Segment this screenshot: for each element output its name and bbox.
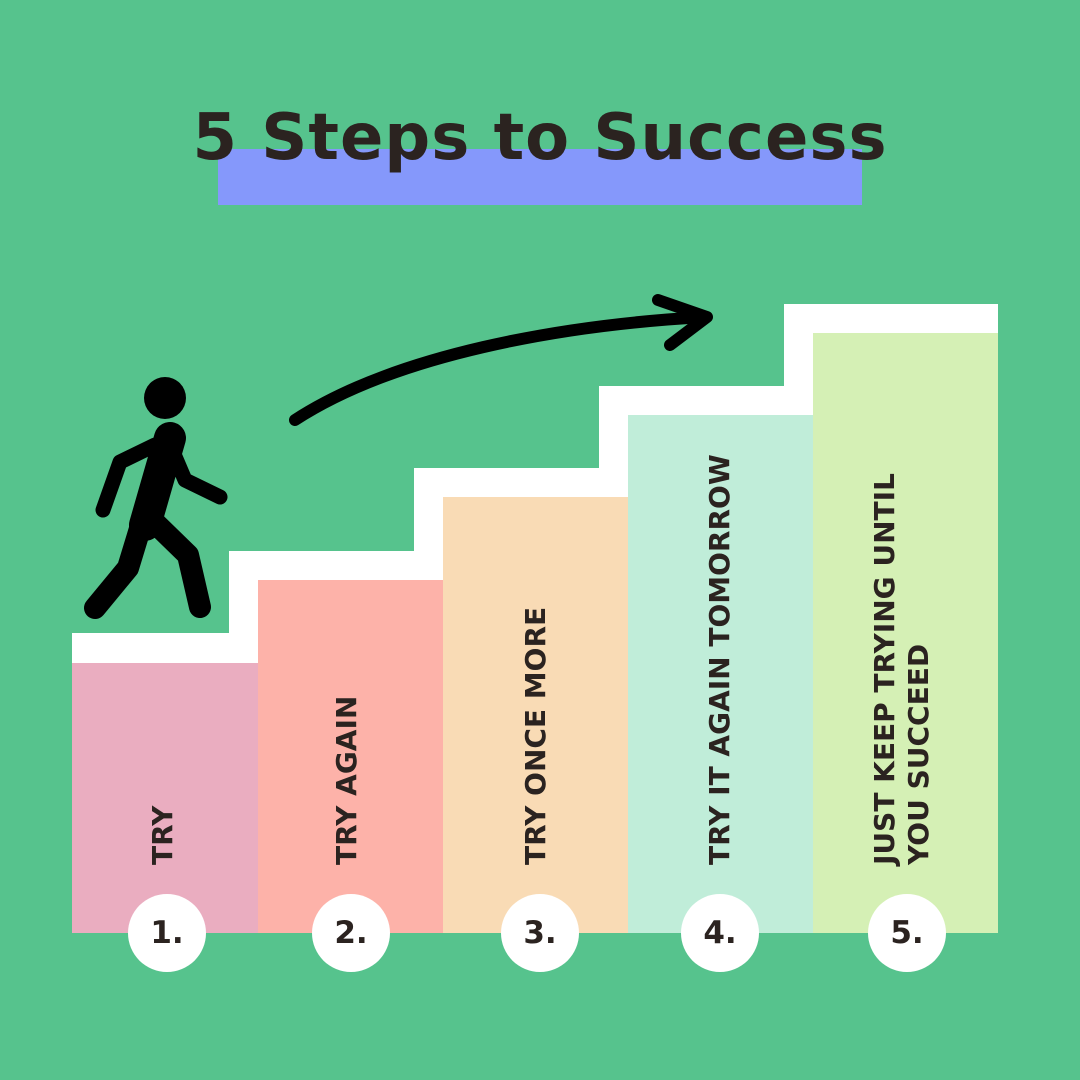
walking-person-icon [84, 377, 228, 619]
stair-tread-5 [784, 304, 998, 333]
title-highlight [218, 149, 862, 205]
stair-tread-4 [599, 386, 813, 415]
step-bar-4 [628, 415, 813, 933]
step-number-1: 1. [128, 894, 206, 972]
step-number-4: 4. [681, 894, 759, 972]
stair-tread-3 [414, 468, 628, 497]
step-bar-1 [72, 663, 258, 933]
stair-tread-1 [72, 633, 258, 663]
step-bar-3 [443, 497, 628, 933]
step-number-3: 3. [501, 894, 579, 972]
step-number-5: 5. [868, 894, 946, 972]
curved-arrow-icon [289, 294, 713, 426]
step-number-2: 2. [312, 894, 390, 972]
page-title: 5 Steps to Success [192, 101, 888, 175]
stair-tread-2 [229, 551, 443, 580]
step-bar-5 [813, 333, 998, 933]
step-bar-2 [258, 580, 443, 933]
